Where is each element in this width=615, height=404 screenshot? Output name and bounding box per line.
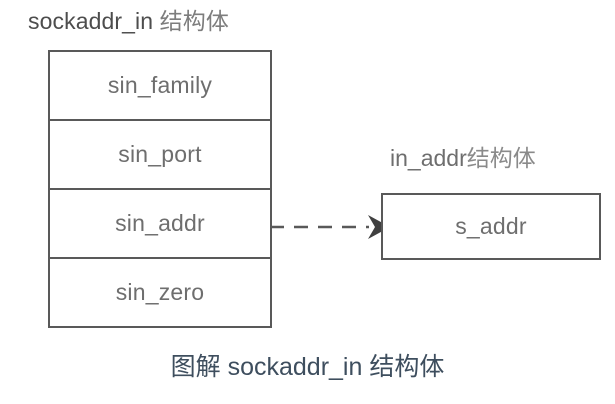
in-addr-title-suffix: 结构体 <box>466 145 536 171</box>
struct-field-label: sin_zero <box>115 279 205 305</box>
in-addr-struct-box: s_addr <box>381 193 601 260</box>
struct-field-row: sin_port <box>50 121 270 190</box>
in-addr-field-label: s_addr <box>455 213 527 239</box>
struct-field-row: sin_zero <box>50 259 270 326</box>
struct-field-label: sin_addr <box>115 210 205 236</box>
sockaddr-in-title: sockaddr_in 结构体 <box>28 6 229 36</box>
in-addr-title: in_addr结构体 <box>390 143 536 173</box>
struct-field-row: sin_addr <box>50 190 270 259</box>
in-addr-title-name: in_addr <box>390 145 467 171</box>
diagram-caption: 图解 sockaddr_in 结构体 <box>170 353 445 381</box>
dashed-arrow-icon <box>270 215 390 239</box>
pointer-connector <box>268 204 390 250</box>
sockaddr-in-title-suffix: 结构体 <box>153 8 229 34</box>
struct-field-label: sin_family <box>107 72 213 98</box>
struct-field-row: sin_family <box>50 52 270 121</box>
sockaddr-in-struct-table: sin_family sin_port sin_addr sin_zero <box>48 50 272 328</box>
struct-field-label: sin_port <box>118 141 202 167</box>
sockaddr-in-title-name: sockaddr_in <box>28 8 154 34</box>
